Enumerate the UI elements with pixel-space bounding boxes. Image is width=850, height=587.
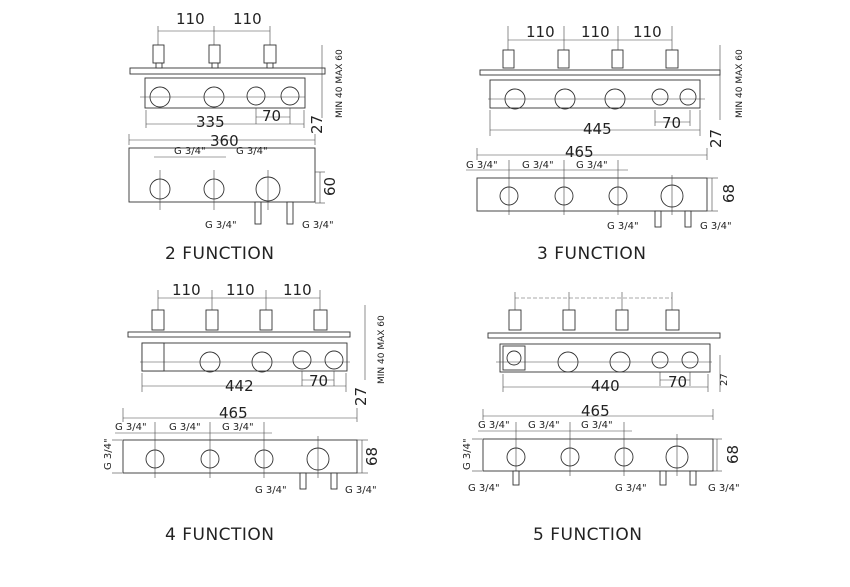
dim-side-range: MIN 40 MAX 60 [335, 49, 345, 118]
thread-top-2: G 3/4" [522, 160, 554, 171]
dim-width-front: 360 [210, 132, 239, 150]
dim-width-front: 465 [565, 143, 594, 161]
thread-top-3: G 3/4" [222, 422, 254, 433]
dim-spacing-2: 110 [226, 281, 255, 299]
dim-width-top: 442 [225, 377, 254, 395]
dim-gap: 70 [309, 372, 328, 390]
dim-side-depth: 27 [352, 387, 370, 406]
dim-spacing-3: 110 [633, 23, 662, 41]
dim-spacing-1: 110 [172, 281, 201, 299]
dim-height: 68 [720, 184, 738, 203]
panel-4-function: 110 110 110 442 70 27 MIN 40 MAX 60 465 … [103, 281, 387, 545]
dim-gap: 70 [668, 373, 687, 391]
dim-spacing-1: 110 [176, 10, 205, 28]
thread-top-3: G 3/4" [576, 160, 608, 171]
thread-bottom-2: G 3/4" [302, 220, 334, 231]
panel-2-function: 110 110 335 70 27 MIN 40 MAX 60 360 G 3/… [128, 10, 345, 264]
dim-width-top: 440 [591, 377, 620, 395]
panel-label: 4 FUNCTION [165, 525, 275, 545]
dim-side-depth: 27 [719, 373, 730, 386]
thread-top-2: G 3/4" [169, 422, 201, 433]
thread-left: G 3/4" [103, 438, 114, 470]
thread-bottom-2: G 3/4" [700, 221, 732, 232]
dim-gap: 70 [662, 114, 681, 132]
dim-spacing-2: 110 [581, 23, 610, 41]
dim-spacing-1: 110 [526, 23, 555, 41]
thread-bottom-1: G 3/4" [255, 485, 287, 496]
thread-bottom-1: G 3/4" [468, 483, 500, 494]
dim-height: 68 [363, 447, 381, 466]
thread-top-1: G 3/4" [478, 420, 510, 431]
dim-spacing-3: 110 [283, 281, 312, 299]
thread-top-1: G 3/4" [174, 146, 206, 157]
dim-gap: 70 [262, 107, 281, 125]
thread-top-2: G 3/4" [236, 146, 268, 157]
thread-bottom-2: G 3/4" [345, 485, 377, 496]
dim-side-range: MIN 40 MAX 60 [377, 315, 387, 384]
dim-side-range: MIN 40 MAX 60 [735, 49, 745, 118]
dim-width-front: 465 [581, 402, 610, 420]
thread-top-1: G 3/4" [466, 160, 498, 171]
thread-top-2: G 3/4" [528, 420, 560, 431]
dim-height: 60 [321, 177, 339, 196]
thread-bottom-1: G 3/4" [205, 220, 237, 231]
panel-3-function: 110 110 110 445 70 27 MIN 40 MAX 60 465 … [466, 23, 745, 264]
dim-width-top: 335 [196, 113, 225, 131]
dim-height: 68 [724, 445, 742, 464]
thread-bottom-2: G 3/4" [615, 483, 647, 494]
dim-width-top: 445 [583, 120, 612, 138]
thread-left: G 3/4" [462, 438, 473, 470]
panel-label: 5 FUNCTION [533, 525, 643, 545]
dim-width-front: 465 [219, 404, 248, 422]
dim-spacing-2: 110 [233, 10, 262, 28]
dim-side-depth: 27 [707, 129, 725, 148]
thread-top-1: G 3/4" [115, 422, 147, 433]
dim-side-depth: 27 [308, 115, 326, 134]
panel-label: 3 FUNCTION [537, 244, 647, 264]
panel-5-function: 440 70 27 465 G 3/4" G 3/4" G 3/4" G 3/4… [462, 292, 742, 545]
panel-label: 2 FUNCTION [165, 244, 275, 264]
thread-top-3: G 3/4" [581, 420, 613, 431]
thread-bottom-1: G 3/4" [607, 221, 639, 232]
thread-bottom-3: G 3/4" [708, 483, 740, 494]
